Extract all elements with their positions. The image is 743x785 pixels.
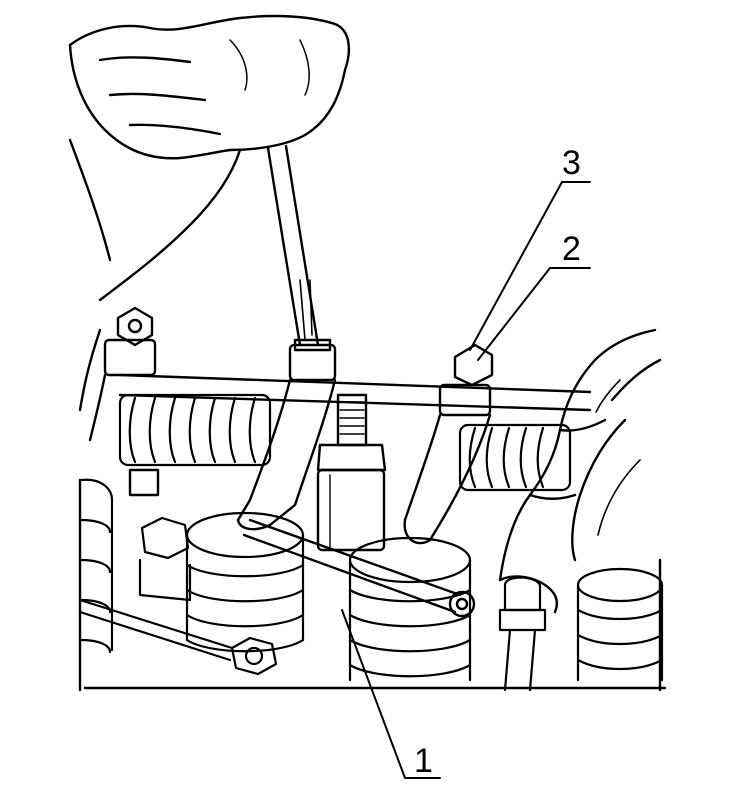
valve-spring-right [576, 567, 664, 682]
callout-2-label: 2 [562, 230, 581, 268]
valve-spring-center [348, 536, 472, 682]
right-hand [498, 328, 662, 614]
feeler-gauge [242, 518, 476, 618]
hex-nut-lower-left [138, 516, 192, 602]
hex-nut-bottom [230, 636, 278, 676]
callout-leader-1 [341, 609, 441, 779]
left-valve-spring [80, 478, 114, 654]
screwdriver [266, 144, 320, 347]
callout-3-label: 3 [562, 144, 581, 182]
callout-1-label: 1 [414, 742, 433, 780]
rocker-arm-right [403, 343, 494, 545]
rocker-arm-left [236, 338, 337, 531]
central-stud [316, 393, 387, 552]
right-spring [458, 423, 572, 492]
left-spring [118, 393, 272, 467]
left-hand [68, 14, 351, 302]
rocker-arm-far-left [88, 306, 160, 497]
callout-leader-2 [477, 267, 591, 361]
wrench-bar [78, 598, 234, 662]
callout-leader-3 [469, 181, 591, 351]
adjusting-bolt-right [498, 576, 547, 692]
